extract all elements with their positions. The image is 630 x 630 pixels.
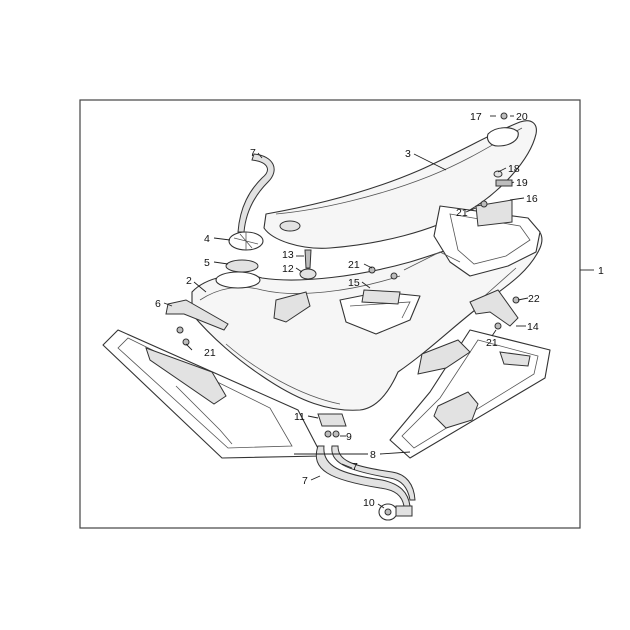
callout-16: 16 (526, 193, 538, 205)
tank-strap (165, 299, 229, 331)
callout-2: 2 (186, 275, 192, 287)
callout-5: 5 (204, 257, 210, 269)
bolt-13 (304, 249, 312, 269)
callout-9: 9 (346, 431, 352, 443)
callout-7-lower-left: 7 (302, 475, 308, 487)
fuel-cap (228, 231, 264, 251)
filler-neck (215, 271, 261, 289)
callout-7-upper: 7 (250, 147, 256, 159)
callout-21-left: 21 (204, 347, 216, 359)
breather-hose-upper (237, 153, 275, 233)
callout-20: 20 (516, 111, 528, 123)
callout-7-lower-right: 7 (352, 461, 358, 473)
callout-10: 10 (363, 497, 375, 509)
left-side-panel (102, 329, 323, 459)
callout-21-right-upper: 21 (456, 207, 468, 219)
callout-12: 12 (282, 263, 294, 275)
callout-15: 15 (348, 277, 360, 289)
bracket-15 (361, 289, 401, 305)
petcock (378, 503, 413, 521)
callout-8: 8 (370, 449, 376, 461)
cap-gasket (225, 259, 259, 273)
fuel-valve (317, 413, 347, 438)
callout-19: 19 (516, 177, 528, 189)
callout-18: 18 (508, 163, 520, 175)
screws (176, 112, 520, 346)
callout-labels: 1 2 3 4 5 6 7 7 7 8 9 10 11 12 13 14 15 … (155, 111, 604, 509)
callout-3: 3 (405, 148, 411, 160)
diagram-frame (79, 99, 581, 529)
fuel-hose-lower-2 (331, 445, 416, 501)
seat (263, 120, 537, 249)
bracket-14 (469, 289, 519, 327)
callout-4: 4 (204, 233, 210, 245)
grommet-12 (299, 268, 317, 280)
callout-13: 13 (282, 249, 294, 261)
callout-22: 22 (528, 293, 540, 305)
callout-1: 1 (598, 265, 604, 277)
right-side-panel (389, 329, 551, 459)
callout-17: 17 (470, 111, 482, 123)
callout-6: 6 (155, 298, 161, 310)
callout-14: 14 (527, 321, 539, 333)
callout-11: 11 (294, 411, 305, 423)
leader-lines (163, 115, 594, 509)
callout-21-center: 21 (348, 259, 360, 271)
callout-21-right-lower: 21 (486, 337, 498, 349)
